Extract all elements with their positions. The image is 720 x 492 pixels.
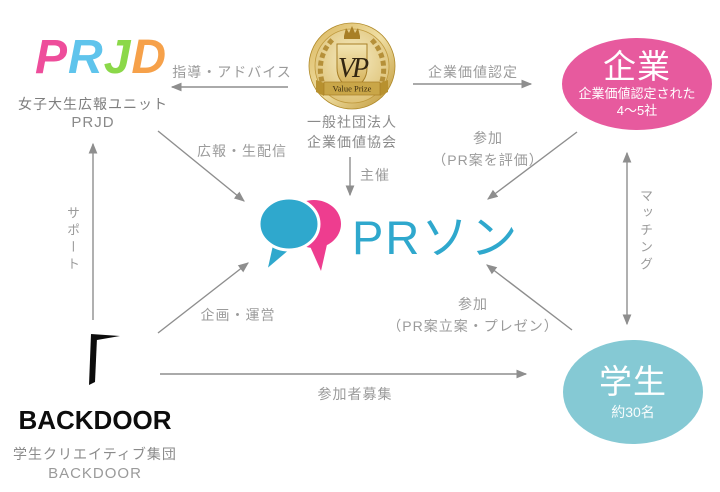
edge-label-matching: マッチング <box>638 189 653 274</box>
crown-base <box>344 36 360 39</box>
value-prize-badge-icon: VP Value Prize <box>308 22 396 110</box>
edge-label-guidance: 指導・アドバイス <box>172 64 292 80</box>
value-prize-subtitle-line2: 企業価値協会 <box>307 134 397 150</box>
prjd-letter-r: R <box>68 31 104 84</box>
students-title: 学生 <box>599 362 667 400</box>
company-title: 企業 <box>603 47 671 85</box>
edge-participate-evaluate-arrow <box>487 131 578 200</box>
edge-label-participate-propose: 参加 （PR案立案・プレゼン） <box>387 293 558 337</box>
ribbon-left-wing <box>316 80 324 96</box>
edge-publicity-arrow <box>157 130 245 202</box>
ribbon-banner <box>323 81 381 96</box>
prjd-logo: PRJD <box>35 31 168 85</box>
backdoor-wordmark: BACKDOOR <box>18 405 172 435</box>
prson-wordmark: PRソン <box>352 211 520 264</box>
ribbon-text: Value Prize <box>333 84 372 94</box>
badge-monogram: VP <box>338 53 369 84</box>
value-prize-subtitle-line1: 一般社団法人 <box>307 114 397 130</box>
ribbon-right-wing <box>380 80 388 96</box>
prson-logo-icon <box>257 196 341 274</box>
crown-icon <box>344 26 360 36</box>
edge-planning-arrow <box>157 262 249 334</box>
prjd-letter-p: P <box>35 31 69 84</box>
blue-speech-bubble <box>257 196 321 252</box>
students-node: 学生 約30名 <box>563 340 703 444</box>
door-top-edge <box>91 334 120 340</box>
edge-label-host: 主催 <box>360 167 390 183</box>
backdoor-subtitle-line2: BACKDOOR <box>48 465 142 482</box>
company-desc-line1: 企業価値認定された <box>578 86 696 102</box>
prjd-letter-j: J <box>103 31 132 84</box>
pink-speech-bubble-tail <box>309 240 328 271</box>
edge-label-line1: 参加 <box>457 296 488 312</box>
edge-label-line1: 参加 <box>472 130 503 146</box>
company-desc-line2: 4〜5社 <box>616 103 658 119</box>
edge-label-support: サポート <box>65 206 80 274</box>
prjd-subtitle-line1: 女子大生広報ユニット <box>18 96 168 112</box>
edge-label-line2: （PR案を評価） <box>432 152 544 168</box>
edge-label-recruiting: 参加者募集 <box>317 386 393 402</box>
prjd-subtitle-line2: PRJD <box>71 114 115 131</box>
backdoor-logo-icon <box>73 334 120 393</box>
edge-label-publicity: 広報・生配信 <box>197 143 287 159</box>
edge-label-line2: （PR案立案・プレゼン） <box>387 318 559 334</box>
students-desc-line1: 約30名 <box>611 404 655 421</box>
company-node: 企業 企業価値認定された 4〜5社 <box>562 38 712 130</box>
edge-participate-propose-arrow <box>486 264 573 331</box>
edge-label-participate-evaluate: 参加 （PR案を評価） <box>432 127 543 171</box>
edge-label-certification: 企業価値認定 <box>428 64 518 80</box>
door-frame-bar <box>89 334 97 385</box>
backdoor-subtitle-line1: 学生クリエイティブ集団 <box>13 446 177 462</box>
edge-label-planning: 企画・運営 <box>200 307 276 323</box>
prjd-letter-d: D <box>131 31 168 84</box>
